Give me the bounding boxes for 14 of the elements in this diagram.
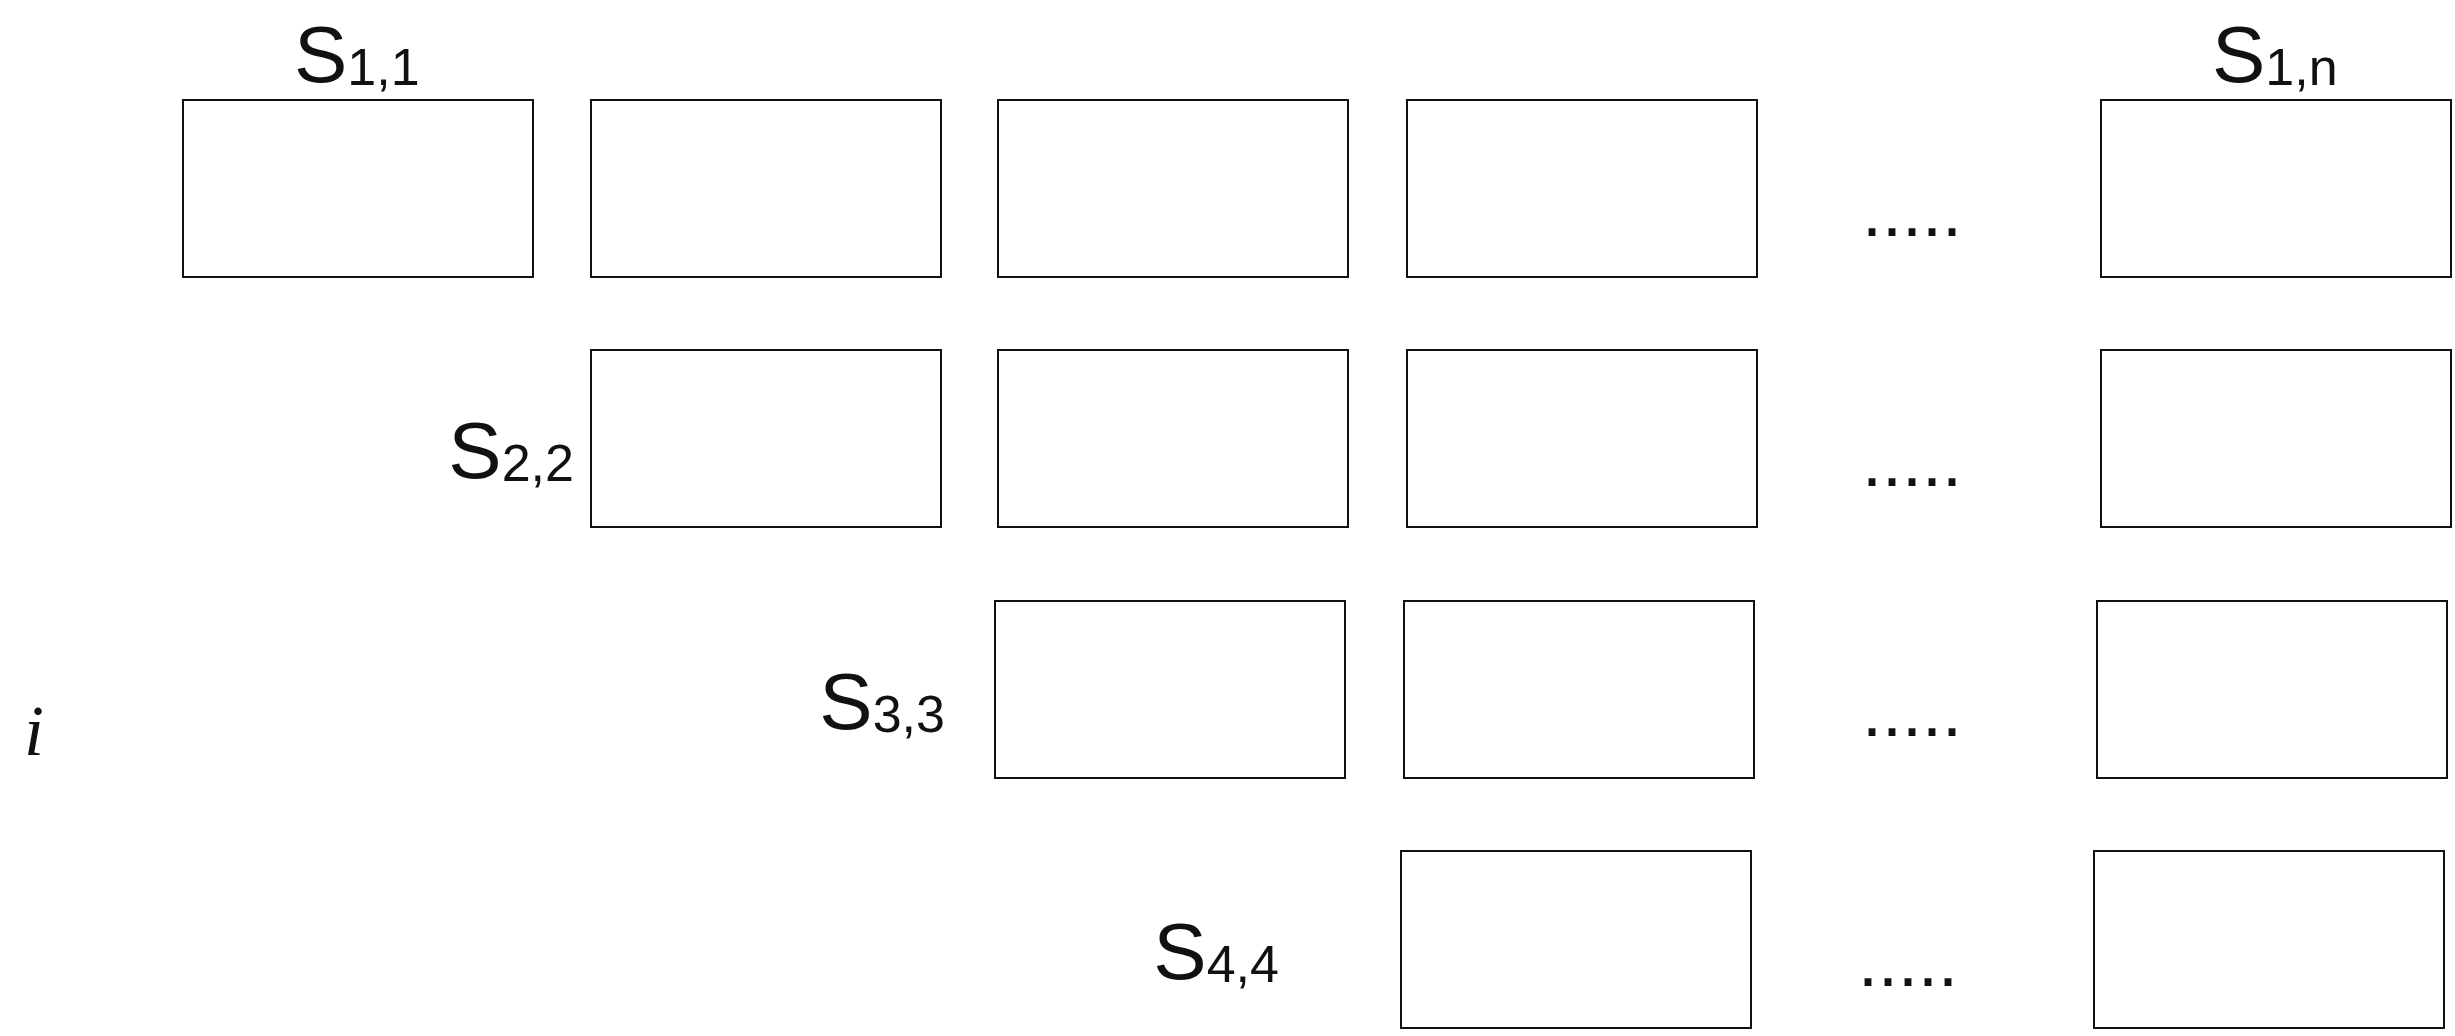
empty-box [590,99,942,278]
empty-box [997,99,1349,278]
ellipsis: ..... [1862,425,1963,497]
empty-box [1403,600,1755,779]
empty-box [1406,99,1758,278]
empty-box [997,349,1349,528]
ellipsis: ..... [1858,925,1959,997]
empty-box [1406,349,1758,528]
empty-box [2096,600,2448,779]
variable-label: i [24,695,44,767]
empty-box [2100,349,2452,528]
ellipsis: ..... [1862,175,1963,247]
empty-box [2093,850,2445,1029]
ellipsis: ..... [1862,675,1963,747]
